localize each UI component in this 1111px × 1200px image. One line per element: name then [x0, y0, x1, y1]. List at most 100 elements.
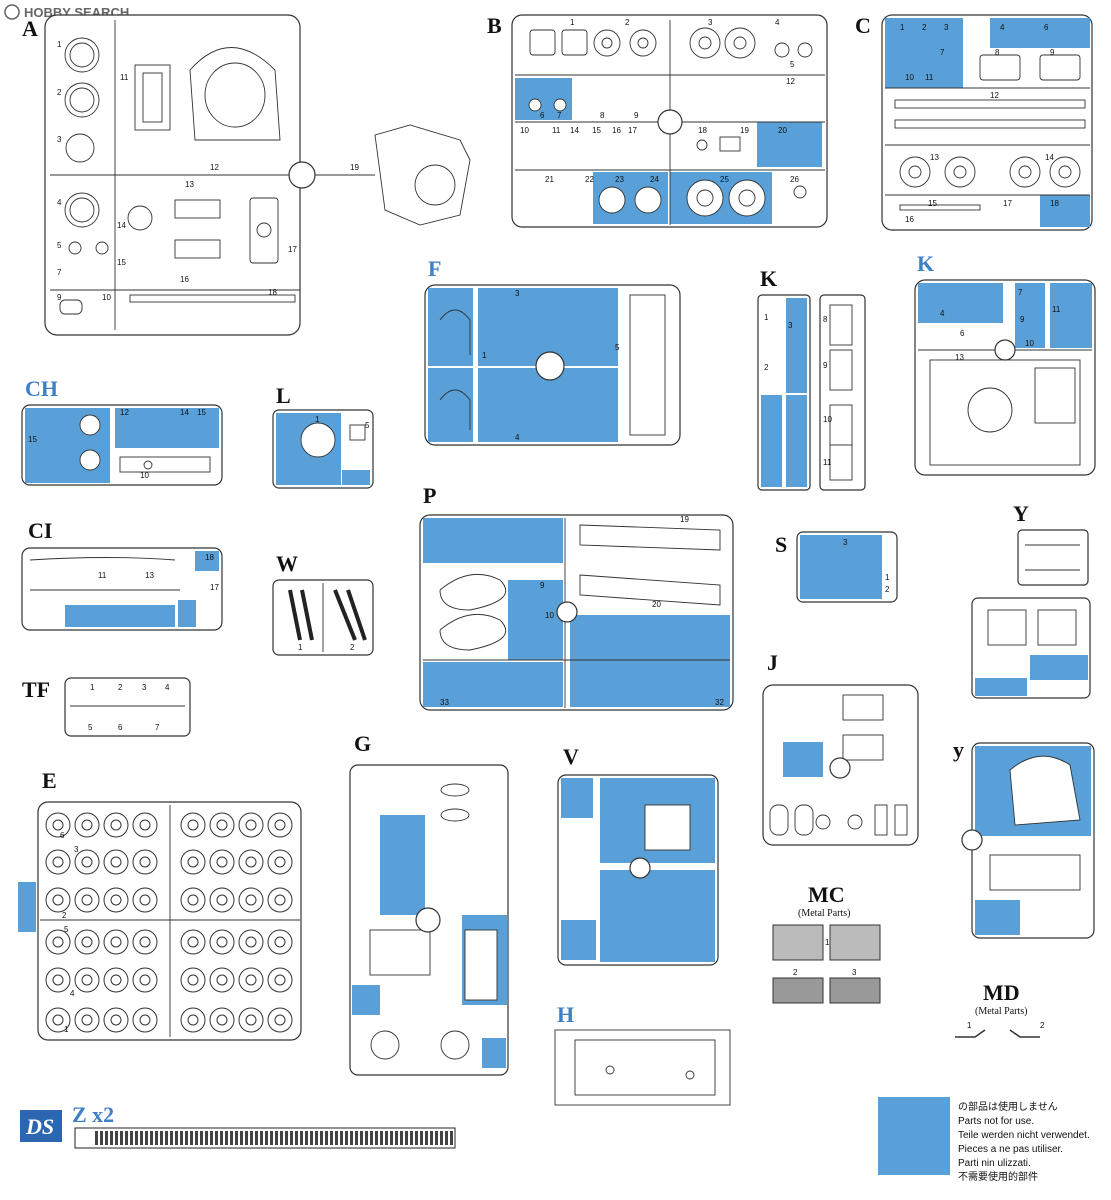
road-wheel-hub: [52, 819, 64, 831]
road-wheel-hub: [139, 974, 151, 986]
sprue-letter-e: E: [42, 768, 57, 793]
md-part-2: 2: [1040, 1021, 1045, 1030]
track-link: [140, 1131, 143, 1145]
svg-text:1: 1: [482, 351, 487, 360]
track-link: [435, 1131, 438, 1145]
track-link: [160, 1131, 163, 1145]
road-wheel-hub: [245, 856, 257, 868]
svg-text:5: 5: [365, 421, 370, 430]
sprue-letter-z: Z x2: [72, 1102, 114, 1127]
svg-text:21: 21: [545, 175, 554, 184]
svg-text:15: 15: [117, 258, 126, 267]
track-link: [245, 1131, 248, 1145]
track-link: [105, 1131, 108, 1145]
track-link: [180, 1131, 183, 1145]
road-wheel-hub: [110, 974, 122, 986]
tf-part-4: 4: [165, 683, 170, 692]
track-link: [385, 1131, 388, 1145]
svg-text:5: 5: [57, 241, 62, 250]
hull-h: H: [554, 1002, 731, 1106]
s-part-3: 3: [843, 538, 848, 547]
svg-text:9: 9: [823, 361, 828, 370]
track-link: [390, 1131, 393, 1145]
sprue-v: V: [557, 744, 719, 966]
svg-text:3: 3: [515, 289, 520, 298]
e-part-1: 1: [64, 1025, 69, 1034]
mc-part-1: 1: [825, 938, 830, 947]
track-link: [165, 1131, 168, 1145]
e-part-5: 5: [64, 925, 69, 934]
track-link: [280, 1131, 283, 1145]
svg-text:6: 6: [1044, 23, 1049, 32]
road-wheel-hub: [81, 974, 93, 986]
svg-text:8: 8: [823, 315, 828, 324]
svg-text:9: 9: [1020, 315, 1025, 324]
svg-text:1: 1: [570, 18, 575, 27]
legend-line-fr: Pieces a ne pas utiliser.: [958, 1144, 1063, 1155]
road-wheel-hub: [245, 1014, 257, 1026]
track-link: [350, 1131, 353, 1145]
sprue-letter-p: P: [423, 483, 436, 508]
svg-text:10: 10: [140, 471, 149, 480]
svg-text:25: 25: [720, 175, 729, 184]
svg-text:11: 11: [925, 73, 934, 82]
legend: の部品は使用しません Parts not for use. Teile werd…: [878, 1097, 1090, 1183]
track-link: [405, 1131, 408, 1145]
track-link: [355, 1131, 358, 1145]
road-wheel-hub: [139, 856, 151, 868]
road-wheel-hub: [110, 819, 122, 831]
sprue-letter-y-lower: y: [953, 737, 964, 762]
sprue-letter-g: G: [354, 731, 371, 756]
svg-text:14: 14: [1045, 153, 1054, 162]
svg-text:18: 18: [1050, 199, 1059, 208]
svg-text:12: 12: [990, 91, 999, 100]
road-wheel-hub: [52, 856, 64, 868]
svg-text:2: 2: [764, 363, 769, 372]
road-wheel-hub: [187, 974, 199, 986]
svg-text:15: 15: [197, 408, 206, 417]
svg-text:16: 16: [612, 126, 621, 135]
track-link: [330, 1131, 333, 1145]
svg-text:5: 5: [615, 343, 620, 352]
road-wheel-hub: [81, 894, 93, 906]
track-link: [170, 1131, 173, 1145]
svg-text:11: 11: [823, 458, 832, 467]
s-part-1: 1: [885, 573, 890, 582]
track-link: [215, 1131, 218, 1145]
svg-text:20: 20: [778, 126, 787, 135]
e-part-2: 2: [62, 911, 67, 920]
svg-text:11: 11: [552, 126, 561, 135]
track-link: [325, 1131, 328, 1145]
sprue-letter-b: B: [487, 13, 502, 38]
legend-swatch: [878, 1097, 950, 1175]
road-wheel-hub: [274, 1014, 286, 1026]
tf-part-3: 3: [142, 683, 147, 692]
road-wheel-hub: [139, 1014, 151, 1026]
sprue-letter-v: V: [563, 744, 579, 769]
track-link: [320, 1131, 323, 1145]
track-link: [275, 1131, 278, 1145]
w-part-2: 2: [350, 643, 355, 652]
svg-text:6: 6: [960, 329, 965, 338]
svg-text:3: 3: [788, 321, 793, 330]
svg-text:7: 7: [1018, 288, 1023, 297]
svg-text:26: 26: [790, 175, 799, 184]
svg-text:17: 17: [210, 583, 219, 592]
svg-text:12: 12: [786, 77, 795, 86]
w-part-1: 1: [298, 643, 303, 652]
track-link: [440, 1131, 443, 1145]
svg-text:1: 1: [764, 313, 769, 322]
e-part-4: 4: [70, 989, 75, 998]
svg-text:15: 15: [928, 199, 937, 208]
svg-text:4: 4: [775, 18, 780, 27]
track-link: [155, 1131, 158, 1145]
sprue-letter-j: J: [767, 650, 778, 675]
watermark-logo-icon: [4, 4, 20, 20]
sprue-y-lower: y: [953, 737, 1095, 939]
svg-text:17: 17: [288, 245, 297, 254]
track-link: [220, 1131, 223, 1145]
